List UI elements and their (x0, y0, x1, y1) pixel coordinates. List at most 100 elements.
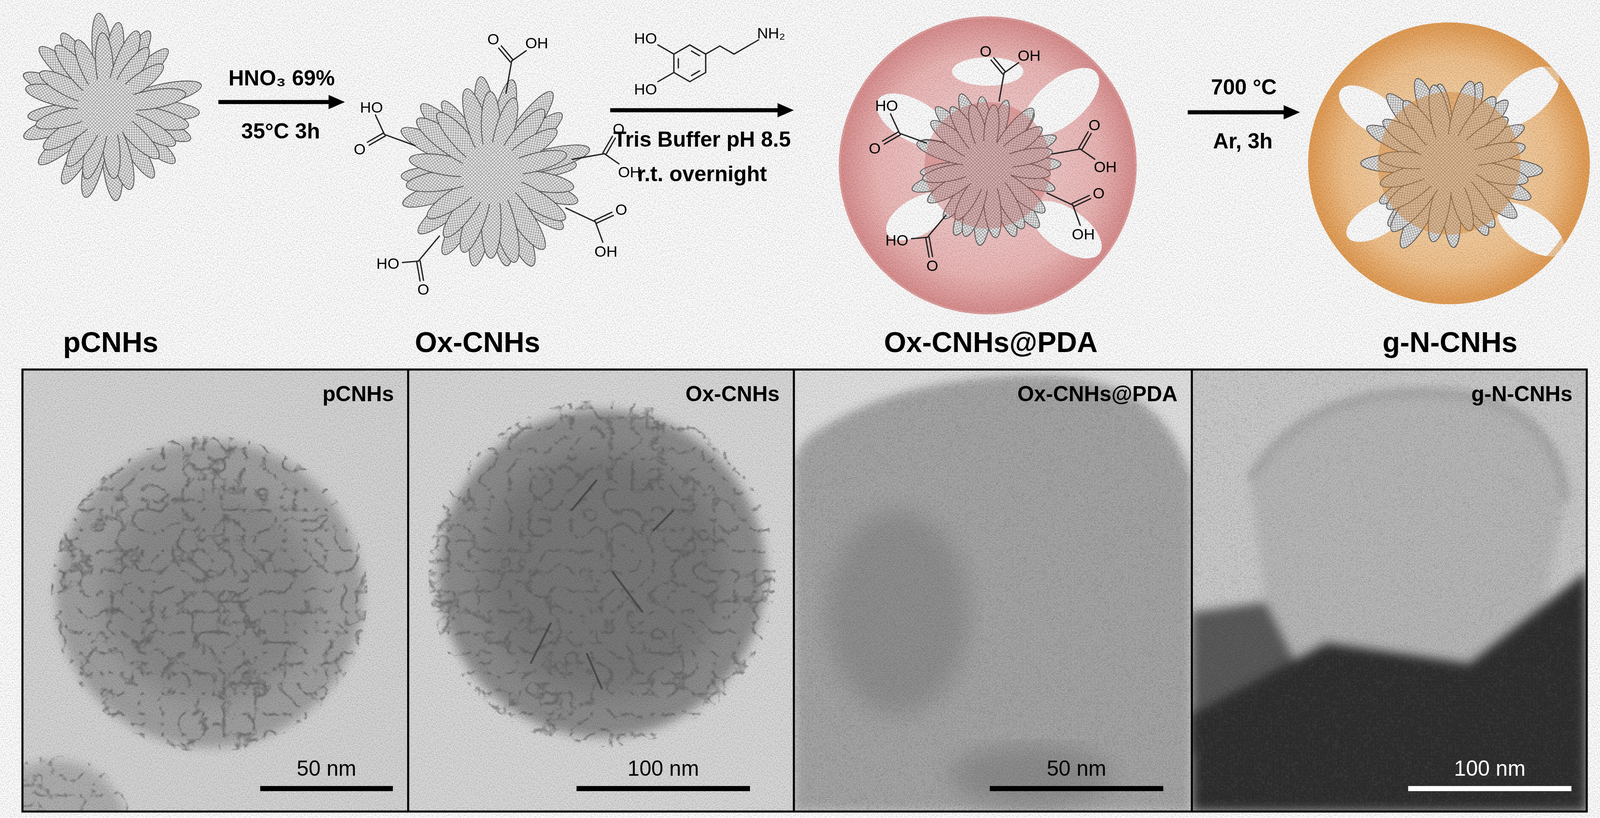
bond (402, 260, 419, 263)
bond (595, 221, 603, 242)
chemical-label: OH (1017, 47, 1041, 63)
arrow-shaft (610, 108, 780, 113)
panel-label: Ox-CNHs (685, 381, 780, 407)
chemical-label: OH (1093, 158, 1117, 174)
chemical-label: NH₂ (756, 25, 785, 41)
chemical-label: O (1088, 116, 1101, 132)
chain-bond (734, 45, 749, 54)
pda-shell (839, 17, 1136, 314)
arrowhead (328, 94, 346, 110)
condition-label: 700 °C (1210, 75, 1277, 98)
bond (384, 134, 415, 146)
bond (1051, 149, 1080, 155)
bond (604, 153, 619, 164)
double-bond (1073, 198, 1091, 207)
double-bond (993, 57, 1006, 72)
scale-label: 100 nm (1408, 756, 1572, 781)
reaction-arrow (218, 94, 345, 110)
benzene-ring (674, 44, 706, 82)
double-bond (501, 45, 513, 60)
ring-double-bond (691, 70, 700, 76)
reaction-arrow (610, 103, 794, 118)
double-bond (1072, 195, 1090, 204)
chain-bond (719, 45, 735, 54)
tem-panel: g-N-CNHs100 nm (1192, 369, 1588, 812)
scale-label: 100 nm (576, 756, 750, 781)
chemical-label: OH (1071, 225, 1095, 242)
tem-panel: pCNHs 50 nm (22, 369, 408, 812)
double-bond (420, 260, 424, 281)
stage-node: pCNHs (5, 10, 217, 368)
bond (927, 215, 946, 238)
nanohorn-aggregate (396, 75, 593, 270)
chemical-label: OH (594, 242, 618, 258)
nanohorn-aggregate (19, 12, 204, 202)
double-bond (928, 236, 933, 257)
chemical-label: OH (618, 163, 641, 179)
stage-name: Ox-CNHs (414, 326, 541, 360)
chemical-label: HO (875, 97, 898, 113)
chemical-label: OH (525, 35, 549, 51)
panel-label: Ox-CNHs@PDA (1017, 381, 1178, 407)
schematic (19, 12, 1590, 314)
ring-double-bond (677, 58, 679, 68)
bond (1080, 149, 1095, 160)
bond (375, 115, 385, 135)
chemical-label: O (926, 257, 939, 273)
panel-frame (22, 369, 1587, 812)
bond (572, 153, 605, 160)
nanohorn-core (78, 78, 137, 137)
condition-label: 35°C 3h (241, 119, 320, 142)
scale-label: 50 nm (989, 756, 1164, 781)
arrow-shaft (1187, 110, 1286, 115)
shell-rim (1311, 25, 1587, 302)
bond (890, 113, 900, 134)
shell-gap (952, 56, 1024, 86)
tem-panel: Ox-CNHs 100 nm (407, 369, 794, 812)
chemical-label: O (615, 201, 628, 217)
stage-node: g-N-CNHs (1301, 10, 1598, 368)
stage-node: Ox-CNHs (346, 10, 609, 368)
condition-label: Tris Buffer pH 8.5 (613, 128, 791, 150)
scale-bar (989, 785, 1164, 791)
double-bond (925, 237, 929, 258)
double-bond (416, 261, 421, 281)
condition-label: HNO₃ 69% (228, 66, 336, 89)
chemical-bonds (367, 39, 1095, 281)
stage-node: Ox-CNHs@PDA (796, 10, 1186, 368)
bond (911, 237, 928, 239)
bond (505, 60, 512, 94)
arrowhead (1283, 105, 1301, 120)
chemical-label: HO (376, 256, 400, 272)
bond (658, 72, 675, 82)
chemical-label: HO (360, 99, 383, 115)
arrowhead (777, 103, 794, 118)
scale-label: 50 nm (260, 756, 393, 781)
nanohorn-aggregate (909, 90, 1061, 246)
panel-label: pCNHs (322, 381, 395, 407)
stage-name: Ox-CNHs@PDA (884, 326, 1098, 360)
bond (418, 235, 440, 261)
pda-core-tint (924, 102, 1051, 229)
bond (999, 72, 1005, 101)
nanohorn-aggregate (1360, 75, 1544, 253)
double-bond (1081, 133, 1092, 150)
double-bond (594, 212, 612, 221)
chemical-label: HO (633, 30, 657, 46)
double-bond (367, 132, 384, 143)
scale-bar (1408, 785, 1572, 791)
bond (511, 50, 527, 62)
bond (748, 39, 760, 46)
chemical-label: HO (885, 232, 909, 248)
double-bond (882, 131, 899, 142)
stage-name: pCNHs (62, 326, 159, 360)
bond (565, 207, 596, 222)
condition-label: r.t. overnight (636, 162, 767, 185)
bond (1003, 62, 1019, 73)
double-bond (596, 215, 614, 224)
